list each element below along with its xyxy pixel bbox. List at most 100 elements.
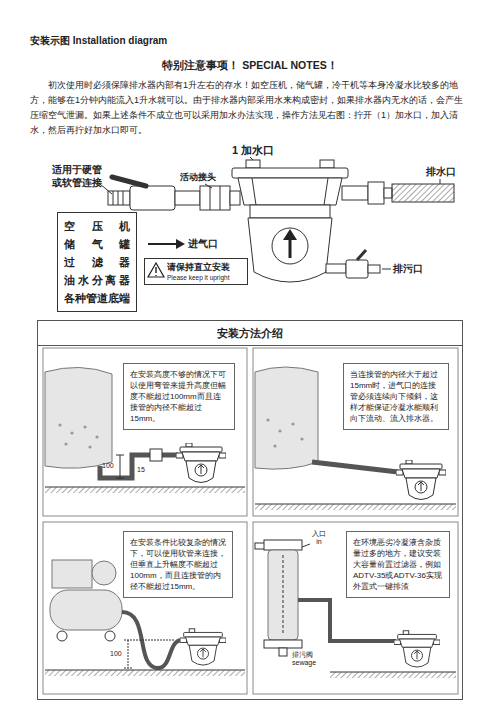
callout-label: 1 加水口	[232, 144, 292, 157]
drain-trap	[180, 629, 226, 665]
leader-line	[205, 184, 212, 188]
tank	[45, 367, 112, 468]
valve-cap	[232, 168, 348, 178]
sewage-pipe	[326, 264, 346, 273]
floor-hatch	[255, 504, 456, 510]
hose-barb	[384, 188, 392, 198]
drain-trap	[396, 460, 446, 500]
connecting-pipe	[298, 600, 396, 641]
leader-line	[440, 179, 441, 184]
filter-element	[283, 555, 284, 635]
water-drop	[278, 429, 281, 432]
valve-handle	[112, 177, 146, 186]
outlet-nut	[368, 182, 384, 204]
inlet-arrow	[148, 243, 178, 245]
body-detail	[252, 178, 256, 205]
union-nut	[200, 186, 230, 210]
leader-line	[250, 157, 253, 160]
dimension-line	[124, 640, 175, 668]
sewage-nozzle	[368, 265, 380, 273]
floor-hatch	[330, 672, 456, 678]
body-detail	[324, 178, 328, 205]
dimension-value: 15	[137, 465, 151, 474]
sewage-valve	[279, 648, 287, 656]
leader-line	[382, 269, 391, 270]
part-label: 排水口	[426, 165, 466, 178]
callout-box: 在安装条件比较复杂的情况下，可以使用软管来连接，但垂直上升幅度不能超过100mm…	[123, 531, 233, 598]
inlet-arrow-head	[176, 239, 185, 249]
leader-line	[302, 544, 310, 547]
compressor-motor	[52, 560, 92, 588]
source-list: 空压机 储气罐 过滤器 油水分离器 各种管道底端	[64, 217, 130, 307]
union-lines	[210, 186, 220, 210]
wheel	[105, 631, 115, 641]
callout-text: 在安装高度不够的情况下可以使用弯管来提升高度但幅度不能超过100mm而且连接管的…	[130, 369, 228, 424]
warning-mark	[155, 267, 156, 276]
drain-trap	[176, 443, 226, 483]
upright-arrow	[289, 238, 292, 258]
section-heading: 安装方法介绍	[38, 321, 462, 346]
dimension-line	[116, 455, 124, 478]
wheel	[57, 631, 67, 641]
sewage-valve	[346, 260, 368, 278]
callout-text: 当连接管的内径大于超过15mm时，进气口的连接管必须连续向下倾斜，这样才能保证冷…	[350, 369, 442, 424]
air-tank	[50, 590, 122, 630]
source-list-box: 空压机 储气罐 过滤器 油水分离器 各种管道底端	[57, 212, 137, 312]
inlet-pipe	[175, 191, 200, 205]
water-drop	[266, 418, 269, 421]
outlet-pipe	[342, 186, 368, 200]
port-label: 排污阀 sewage	[292, 651, 322, 667]
water-drop	[95, 435, 98, 438]
ball-valve	[130, 186, 175, 210]
panel-frame	[253, 348, 458, 516]
section-frame: 安装方法介绍在安装高度不够的情况下可以使用弯管来提升高度但幅度不能超过100mm…	[37, 320, 463, 700]
sewage-handle	[357, 250, 366, 260]
valve-upper-body	[238, 178, 342, 205]
drain-trap	[394, 631, 440, 667]
callout-box: 在安装高度不够的情况下可以使用弯管来提升高度但幅度不能超过100mm而且连接管的…	[123, 363, 235, 430]
water-drop	[64, 442, 67, 445]
panel-frame	[43, 348, 247, 516]
bolt-head	[320, 160, 334, 168]
sloped-pipe	[312, 462, 398, 472]
valve-collar	[250, 205, 330, 218]
bent-pipe	[100, 455, 178, 478]
thread-lines	[113, 191, 123, 205]
upright-arrow-head	[283, 229, 297, 240]
water-drop	[88, 445, 91, 448]
callout-box: 当连接管的内径大于超过15mm时，进气口的连接管必须连续向下倾斜，这样才能保证冷…	[343, 363, 449, 430]
fill-plug	[246, 160, 260, 168]
water-drop	[300, 437, 303, 440]
water-drop	[83, 425, 86, 428]
warning-box: 请保持直立安装Please keep it upright	[144, 258, 248, 285]
gauge-circle	[272, 228, 308, 264]
filter-cap	[264, 540, 302, 550]
page-heading: 安装示图 Installation diagram	[30, 34, 350, 47]
drain-hose	[392, 184, 454, 202]
water-drop	[58, 423, 61, 426]
flexible-hose	[122, 612, 182, 668]
filter-body	[268, 550, 298, 640]
part-label: 排污口	[393, 262, 433, 275]
ball-valve	[150, 449, 162, 461]
panel-frame	[253, 522, 458, 694]
port-label: 入口 in	[311, 530, 327, 546]
connection-note: 适用于硬管或软管连接	[52, 163, 104, 189]
notice-paragraph: 初次使用时必须保障排水器内部有1升左右的存水！如空压机，储气罐，冷干机等本身冷凝…	[30, 78, 470, 138]
warning-text: Please keep it upright	[167, 273, 244, 282]
part-label: 活动接头	[180, 171, 230, 183]
filter-base	[264, 640, 302, 648]
warning-text: 请保持直立安装	[167, 261, 244, 273]
callout-text: 在环境恶劣冷凝液含杂质量过多的地方，建议安装大容量前置过滤器，例如ADTV-35…	[353, 537, 443, 592]
warning-icon	[148, 263, 164, 277]
callout-text: 在安装条件比较复杂的情况下，可以使用软管来连接，但垂直上升幅度不能超过100mm…	[130, 537, 226, 592]
floor-hatch	[45, 487, 245, 493]
callout-box: 在环境恶劣冷凝液含杂质量过多的地方，建议安装大容量前置过滤器，例如ADTV-35…	[346, 531, 450, 598]
page-title: 特别注意事项！ SPECIAL NOTES！	[0, 58, 500, 72]
union-stub	[230, 191, 240, 205]
water-drop	[273, 444, 276, 447]
water-drop	[70, 431, 73, 434]
water-drop	[291, 422, 294, 425]
tank	[255, 367, 318, 469]
